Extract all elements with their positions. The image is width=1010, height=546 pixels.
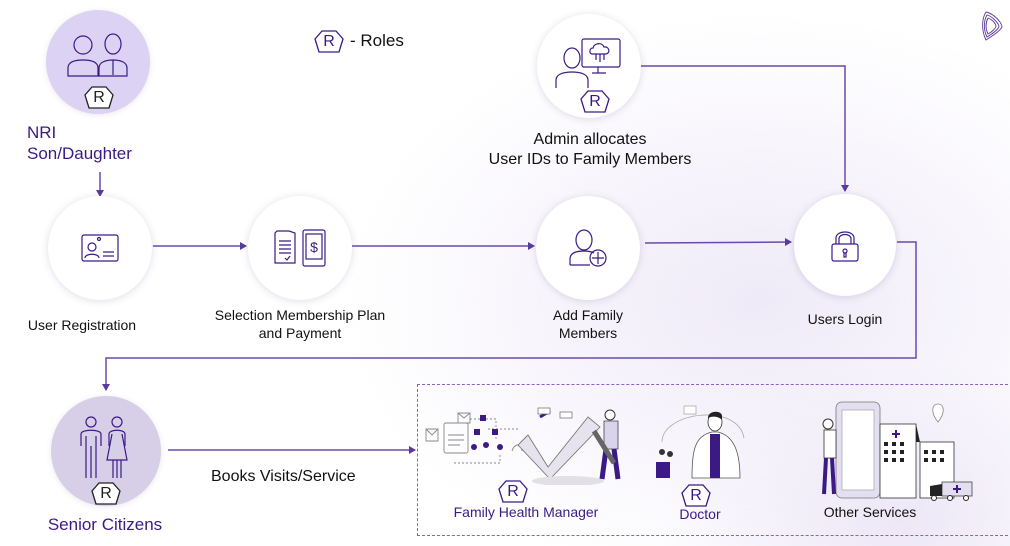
admin-role-badge: R (580, 90, 610, 114)
step-login-label: Users Login (807, 311, 883, 327)
id-card-icon (81, 234, 119, 262)
admin-cloud-monitor-icon (555, 38, 621, 88)
step-family-label: Add Family Members (552, 307, 624, 341)
nri-role-badge: R (84, 86, 114, 110)
step-membership-label: Selection Membership Plan and Payment (214, 307, 386, 341)
svg-text:$: $ (310, 239, 318, 255)
senior-couple-icon (80, 416, 128, 478)
nri-role-label: NRI Son/Daughter (27, 123, 132, 163)
admin-role-label: Admin allocates User IDs to Family Membe… (488, 131, 692, 168)
books-visits-label: Books Visits/Service (211, 468, 356, 485)
services-group (417, 384, 1010, 536)
legend-role-badge: R (314, 30, 344, 54)
doctor-label: Doctor (679, 506, 721, 522)
add-user-icon (569, 229, 607, 267)
arrow-admin-to-login (640, 65, 849, 192)
family-health-manager-label: Family Health Manager (453, 504, 599, 520)
other-services-label: Other Services (823, 504, 917, 520)
senior-role-label: Senior Citizens (47, 515, 163, 534)
step-login-node[interactable] (794, 194, 896, 296)
plan-payment-icon: $ (274, 229, 326, 267)
step-family-node[interactable] (536, 196, 640, 300)
arrow-family-to-login (644, 238, 792, 247)
step-membership-node[interactable]: $ (248, 196, 352, 300)
step-registration-label: User Registration (27, 317, 137, 333)
family-health-manager-role-badge: R (498, 480, 528, 504)
brand-logo-icon (980, 10, 1006, 46)
family-health-manager-illustration (418, 405, 630, 486)
other-services-illustration (816, 398, 976, 502)
parents-couple-icon (67, 33, 128, 77)
padlock-icon (831, 231, 859, 262)
legend-roles-text: - Roles (350, 31, 404, 50)
senior-role-badge: R (91, 482, 121, 506)
arrow-login-to-senior (102, 241, 917, 391)
doctor-role-badge: R (681, 484, 711, 508)
step-registration-node[interactable] (48, 196, 152, 300)
doctor-illustration (648, 402, 758, 484)
